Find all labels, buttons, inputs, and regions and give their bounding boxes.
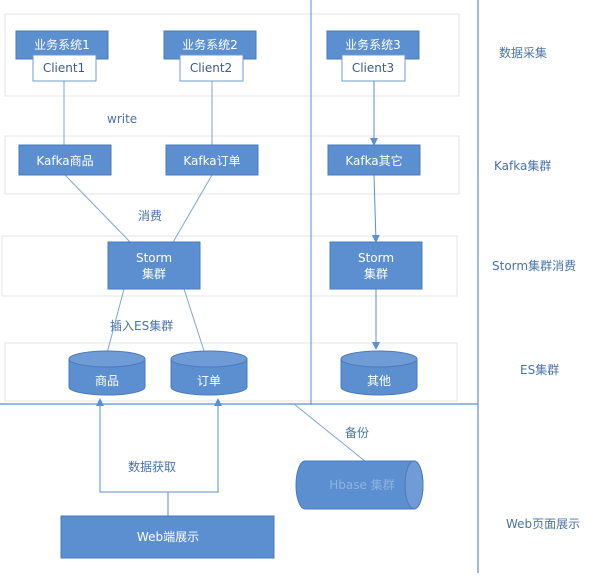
kafka-goods[interactable]: Kafka商品 [18,144,112,176]
goods-db-label: 商品 [95,373,119,388]
other-db-cylinder[interactable]: 其他 [340,350,418,396]
storm-2-line-2: 集群 [364,266,388,281]
kafka-order-label: Kafka订单 [183,154,240,168]
layer-label-kafka: Kafka集群 [494,158,551,173]
layer-label-es: ES集群 [520,362,559,377]
biz-system-3[interactable]: 业务系统3 Client3 [326,30,420,82]
client-1-label: Client1 [43,61,85,75]
fetch-label: 数据获取 [128,459,176,474]
fetch-path [99,400,219,493]
consume-label: 消费 [138,209,162,223]
client-2-label: Client2 [190,61,232,75]
layer-label-web: Web页面展示 [506,517,580,531]
fetch-arrowhead-goods [96,398,104,406]
biz-system-1[interactable]: 业务系统1 Client1 [15,30,109,82]
backup-line [293,403,377,471]
goods-db-cylinder[interactable]: 商品 [68,350,146,396]
storm1-to-order-db [183,288,207,358]
hbase-label: Hbase 集群 [329,477,394,492]
web-display[interactable]: Web端展示 [60,515,275,559]
kafka-other[interactable]: Kafka其它 [327,144,421,176]
order-db-label: 订单 [197,374,221,388]
write-label: write [107,112,137,126]
other-db-label: 其他 [367,374,391,388]
backup-label: 备份 [345,426,369,440]
kafka-goods-to-storm1 [64,174,133,245]
hbase-cylinder[interactable]: Hbase 集群 [295,460,424,510]
biz-system-2[interactable]: 业务系统2 Client2 [163,30,257,82]
storm1-to-goods-db [105,288,125,358]
web-display-label: Web端展示 [137,530,199,544]
collect-layer-panel [4,13,460,97]
insert-es-label: 插入ES集群 [110,318,173,333]
kafka-other-label: Kafka其它 [345,153,402,168]
biz-system-2-label: 业务系统2 [182,37,238,52]
kafka-other-to-storm2 [371,174,380,243]
storm-layer-panel [1,235,458,297]
biz-system-3-label: 业务系统3 [345,37,401,52]
storm-1-line-2: 集群 [142,266,166,281]
storm-1-line-1: Storm [136,251,172,265]
storm-cluster-1[interactable]: Storm 集群 [107,241,201,290]
layer-label-storm: Storm集群消费 [492,258,576,273]
biz-system-1-label: 业务系统1 [34,37,90,52]
kafka-layer-panel [4,135,460,195]
kafka-goods-label: Kafka商品 [36,153,93,168]
es-layer-panel [4,342,458,402]
order-db-cylinder[interactable]: 订单 [170,350,248,396]
storm-cluster-2[interactable]: Storm 集群 [329,241,423,290]
storm-2-line-1: Storm [358,251,394,265]
fetch-arrowhead-order [214,398,222,406]
client-3-label: Client3 [352,61,394,75]
kafka-order[interactable]: Kafka订单 [165,144,259,176]
layer-label-collect: 数据采集 [499,45,547,60]
kafka-order-to-storm1 [171,174,213,245]
